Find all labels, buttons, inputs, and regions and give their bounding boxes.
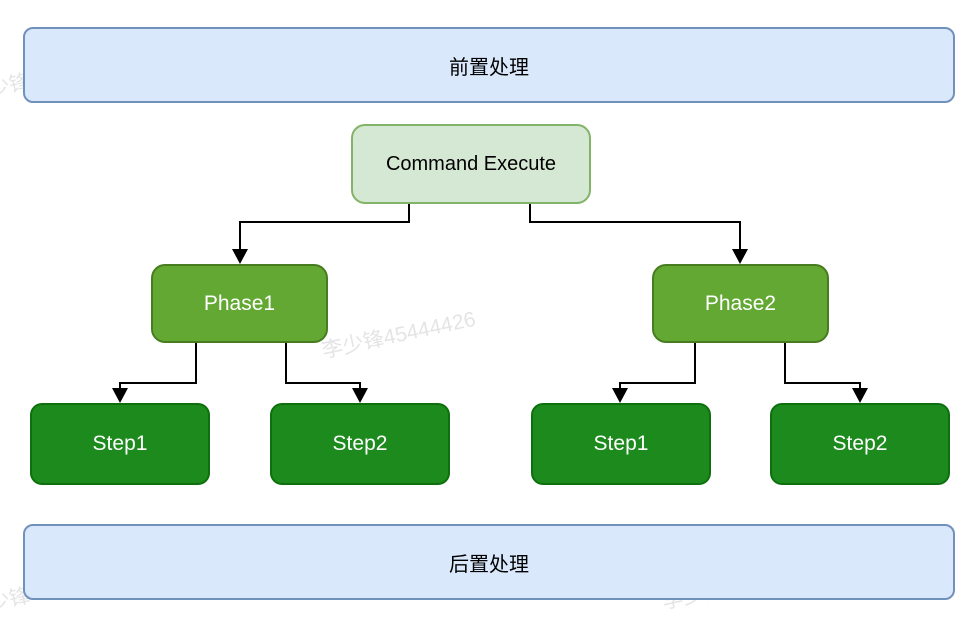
arrowhead-icon (112, 388, 128, 403)
edge-phase1-to-step2 (285, 343, 368, 403)
phase2-node: Phase2 (652, 264, 829, 343)
edge-phase2-to-step1 (612, 343, 696, 403)
phase2-step2-label: Step2 (832, 432, 888, 455)
phase1-step1-label: Step1 (92, 432, 148, 455)
phase1-label: Phase1 (203, 291, 276, 315)
watermark-text: 李少锋45444426 (319, 307, 478, 363)
command-execute-node: Command Execute (351, 124, 591, 204)
phase1-step1-node: Step1 (30, 403, 210, 485)
edge-root-to-phase2 (529, 204, 748, 264)
arrowhead-icon (352, 388, 368, 403)
phase1-node: Phase1 (151, 264, 328, 343)
arrowhead-icon (612, 388, 628, 403)
arrowhead-icon (232, 249, 248, 264)
phase2-label: Phase2 (704, 291, 777, 315)
phase1-step2-label: Step2 (332, 432, 388, 455)
post-processing-bar: 后置处理 (23, 524, 955, 600)
edge-phase2-to-step2 (784, 343, 868, 403)
phase1-step2-node: Step2 (270, 403, 450, 485)
post-processing-label: 后置处理 (449, 553, 529, 576)
phase2-step1-label: Step1 (593, 432, 649, 455)
edge-phase1-to-step1 (112, 343, 197, 403)
command-execute-label: Command Execute (385, 152, 557, 175)
pre-processing-label: 前置处理 (449, 56, 529, 79)
pre-processing-bar: 前置处理 (23, 27, 955, 103)
arrowhead-icon (852, 388, 868, 403)
phase2-step1-node: Step1 (531, 403, 711, 485)
edge-root-to-phase1 (232, 204, 410, 264)
arrowhead-icon (732, 249, 748, 264)
phase2-step2-node: Step2 (770, 403, 950, 485)
